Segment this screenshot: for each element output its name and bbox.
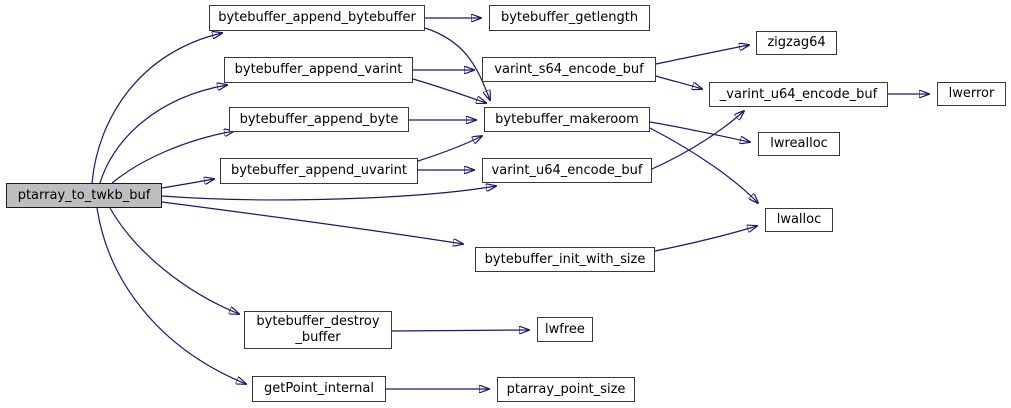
node-lwerror[interactable]: lwerror <box>937 82 1006 106</box>
edge-varint_s64_encode_buf-to-zigzag64 <box>655 45 749 65</box>
edge-bytebuffer_makeroom-to-lwrealloc <box>649 121 750 142</box>
node-bytebuffer_destroy_buffer[interactable]: bytebuffer_destroy _buffer <box>244 311 392 349</box>
node-label: lwrealloc <box>770 136 828 151</box>
node-ptarray_to_twkb_buf: ptarray_to_twkb_buf <box>6 183 162 208</box>
edge-ptarray_to_twkb_buf-to-varint_u64_encode_buf <box>161 186 496 201</box>
node-label: ptarray_to_twkb_buf <box>17 187 151 203</box>
edge-varint_s64_encode_buf-to-_varint_u64_encode_buf <box>655 75 702 89</box>
node-label: lwerror <box>948 86 995 101</box>
edge-ptarray_to_twkb_buf-to-bytebuffer_append_byte <box>111 131 234 184</box>
edge-ptarray_to_twkb_buf-to-bytebuffer_append_bytebuffer <box>91 33 222 184</box>
node-bytebuffer_append_varint[interactable]: bytebuffer_append_varint <box>224 57 413 83</box>
node-label: lwalloc <box>776 212 822 227</box>
node-label: ptarray_point_size <box>506 381 626 397</box>
node-label: varint_u64_encode_buf <box>491 162 643 178</box>
edge-ptarray_to_twkb_buf-to-getPoint_internal <box>96 207 246 384</box>
edge-ptarray_to_twkb_buf-to-bytebuffer_append_uvarint <box>161 179 214 189</box>
node-label: lwfree <box>545 321 585 337</box>
node-zigzag64[interactable]: zigzag64 <box>756 31 837 55</box>
node-label: getPoint_internal <box>263 381 374 396</box>
node-bytebuffer_makeroom[interactable]: bytebuffer_makeroom <box>484 107 650 132</box>
node-bytebuffer_init_with_size[interactable]: bytebuffer_init_with_size <box>475 247 655 272</box>
node-lwalloc[interactable]: lwalloc <box>765 208 833 232</box>
node-ptarray_point_size[interactable]: ptarray_point_size <box>497 377 635 402</box>
node-bytebuffer_append_bytebuffer[interactable]: bytebuffer_append_bytebuffer <box>209 5 425 31</box>
node-label: bytebuffer_append_varint <box>234 62 403 77</box>
node-_varint_u64_encode_buf[interactable]: _varint_u64_encode_buf <box>709 82 888 107</box>
node-label: bytebuffer_getlength <box>500 10 639 25</box>
edge-group <box>91 18 929 389</box>
node-bytebuffer_getlength[interactable]: bytebuffer_getlength <box>489 5 650 31</box>
node-varint_s64_encode_buf[interactable]: varint_s64_encode_buf <box>482 57 656 82</box>
edge-ptarray_to_twkb_buf-to-bytebuffer_append_varint <box>99 85 227 184</box>
node-bytebuffer_append_byte[interactable]: bytebuffer_append_byte <box>229 107 409 132</box>
node-label: bytebuffer_init_with_size <box>484 251 646 267</box>
edge-varint_u64_encode_buf-to-_varint_u64_encode_buf <box>651 111 744 170</box>
edge-ptarray_to_twkb_buf-to-bytebuffer_destroy_buffer <box>109 207 239 314</box>
edge-bytebuffer_append_varint-to-bytebuffer_makeroom <box>412 78 486 103</box>
node-label: bytebuffer_append_bytebuffer <box>218 10 416 25</box>
edge-bytebuffer_destroy_buffer-to-lwfree <box>391 330 529 331</box>
edge-bytebuffer_makeroom-to-lwalloc <box>649 127 758 203</box>
node-bytebuffer_append_uvarint[interactable]: bytebuffer_append_uvarint <box>220 158 418 184</box>
node-label: bytebuffer_append_uvarint <box>231 163 407 178</box>
edge-bytebuffer_append_uvarint-to-bytebuffer_makeroom <box>417 136 482 162</box>
node-getPoint_internal[interactable]: getPoint_internal <box>252 376 386 402</box>
node-lwfree[interactable]: lwfree <box>537 317 593 342</box>
node-label: bytebuffer_append_byte <box>239 111 399 127</box>
edge-bytebuffer_init_with_size-to-lwalloc <box>654 226 757 252</box>
node-lwrealloc[interactable]: lwrealloc <box>758 132 840 156</box>
node-label: varint_s64_encode_buf <box>494 61 644 77</box>
edge-bytebuffer_append_bytebuffer-to-bytebuffer_makeroom <box>424 27 490 100</box>
node-label: zigzag64 <box>767 35 826 50</box>
edge-ptarray_to_twkb_buf-to-bytebuffer_init_with_size <box>161 201 463 244</box>
node-label: bytebuffer_destroy _buffer <box>256 314 380 345</box>
node-label: _varint_u64_encode_buf <box>719 86 878 102</box>
node-varint_u64_encode_buf[interactable]: varint_u64_encode_buf <box>482 158 652 183</box>
node-label: bytebuffer_makeroom <box>495 111 639 127</box>
